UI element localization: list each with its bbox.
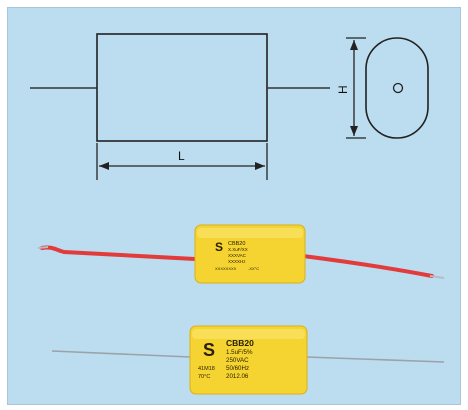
height-arrow-top xyxy=(350,40,358,50)
cap-top-line-5: XXXXXXXX xyxy=(215,266,237,271)
body-outline xyxy=(96,33,268,142)
cap-top-line-6: -XX°C xyxy=(248,266,259,271)
right-silver-lead xyxy=(305,356,445,363)
left-red-wire xyxy=(40,245,197,261)
length-arrow-right xyxy=(255,162,265,170)
capacitor-photo-bottom: S CBB20 1.5uF/5% 250VAC 50/60Hz 2012.06 … xyxy=(51,325,445,395)
date-code-label-bottom: 2012.06 xyxy=(226,373,249,380)
body-highlight-bottom xyxy=(192,329,305,339)
right-wire-tip xyxy=(429,275,445,279)
end-view-outline xyxy=(365,37,429,139)
cap-top-line-1: CBB20 xyxy=(228,241,245,247)
body-highlight-top xyxy=(197,228,303,238)
cap-top-line-2: X.XuF/XX xyxy=(228,247,248,252)
voltage-label-bottom: 250VAC xyxy=(226,357,249,364)
outline-drawing: L H xyxy=(30,33,429,180)
model-label-bottom: CBB20 xyxy=(226,338,254,348)
lead-hole xyxy=(392,82,404,94)
brand-mark-top: S xyxy=(215,240,223,254)
frequency-label-bottom: 50/60Hz xyxy=(226,365,249,372)
capacitor-photo-top: S CBB20 X.XuF/XX XXXVAC XXXXHz XXXXXXXX … xyxy=(37,224,445,284)
length-label: L xyxy=(178,149,185,163)
brand-mark-bottom: S xyxy=(203,340,215,360)
length-arrow-left xyxy=(99,162,109,170)
capacitor-body-bottom xyxy=(189,325,308,395)
cap-top-line-4: XXXXHz xyxy=(228,259,246,264)
left-wire-tip xyxy=(37,246,49,249)
cap-top-line-3: XXXVAC xyxy=(228,253,247,258)
left-silver-lead xyxy=(51,350,191,358)
temperature-label-bottom: 70°C xyxy=(198,374,210,380)
capacitor-body-top xyxy=(194,224,306,284)
capacitance-label-bottom: 1.5uF/5% xyxy=(226,349,253,356)
height-arrow-bottom xyxy=(350,126,358,136)
right-red-wire xyxy=(301,254,434,278)
height-label: H xyxy=(336,85,350,94)
lot-label-bottom: 41M18 xyxy=(198,366,215,372)
